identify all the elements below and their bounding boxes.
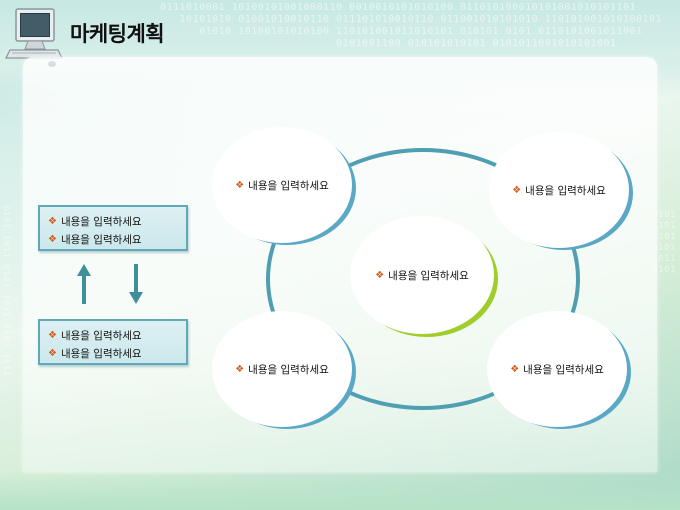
background-binary-top: 0111010001 10100101001000110 00100101010… (160, 2, 663, 49)
background-bottom-band (0, 470, 680, 510)
arrow-down-icon (129, 264, 143, 304)
bullet-icon: ❖ (235, 363, 245, 375)
list-item-text: 내용을 입력하세요 (60, 215, 142, 228)
bullet-icon: ❖ (48, 215, 57, 227)
arrow-up-icon (77, 264, 91, 304)
circle-label: ❖ 내용을 입력하세요 (375, 268, 469, 283)
bullet-icon: ❖ (375, 269, 385, 281)
cycle-ring (266, 148, 580, 410)
text-box-bottom[interactable]: ❖ 내용을 입력하세요 ❖ 내용을 입력하세요 (38, 319, 188, 365)
bullet-icon: ❖ (512, 184, 522, 196)
circle-text: 내용을 입력하세요 (525, 184, 606, 197)
circle-text: 내용을 입력하세요 (523, 363, 604, 376)
computer-icon (5, 8, 63, 67)
circle-bottom-right[interactable]: ❖ 내용을 입력하세요 (487, 311, 627, 427)
circle-bottom-left[interactable]: ❖ 내용을 입력하세요 (212, 311, 352, 427)
background-binary-right: 0101 1101 1101 0101 1011 0101 (652, 210, 676, 275)
bullet-icon: ❖ (510, 363, 520, 375)
circle-label: ❖ 내용을 입력하세요 (235, 178, 329, 193)
circle-top-left[interactable]: ❖ 내용을 입력하세요 (212, 127, 352, 243)
bullet-icon: ❖ (48, 329, 57, 341)
list-item-text: 내용을 입력하세요 (60, 347, 142, 360)
text-box-top[interactable]: ❖ 내용을 입력하세요 ❖ 내용을 입력하세요 (38, 205, 188, 251)
bullet-icon: ❖ (235, 179, 245, 191)
list-item: ❖ 내용을 입력하세요 (48, 230, 186, 248)
circle-text: 내용을 입력하세요 (388, 269, 469, 282)
circle-label: ❖ 내용을 입력하세요 (510, 362, 604, 377)
title-bar: 마케팅계획 (70, 18, 165, 48)
list-item-text: 내용을 입력하세요 (60, 233, 142, 246)
background-binary-left: 0101 1011 0101 1011 0101 1011 (1, 205, 11, 377)
circle-center[interactable]: ❖ 내용을 입력하세요 (350, 216, 494, 334)
circle-top-right[interactable]: ❖ 내용을 입력하세요 (489, 132, 629, 248)
list-item: ❖ 내용을 입력하세요 (48, 326, 186, 344)
circle-text: 내용을 입력하세요 (248, 363, 329, 376)
list-item: ❖ 내용을 입력하세요 (48, 212, 186, 230)
list-item: ❖ 내용을 입력하세요 (48, 344, 186, 362)
circle-label: ❖ 내용을 입력하세요 (512, 183, 606, 198)
bullet-icon: ❖ (48, 233, 57, 245)
bullet-icon: ❖ (48, 347, 57, 359)
page-title: 마케팅계획 (70, 22, 165, 46)
circle-label: ❖ 내용을 입력하세요 (235, 362, 329, 377)
circle-text: 내용을 입력하세요 (248, 179, 329, 192)
list-item-text: 내용을 입력하세요 (60, 329, 142, 342)
